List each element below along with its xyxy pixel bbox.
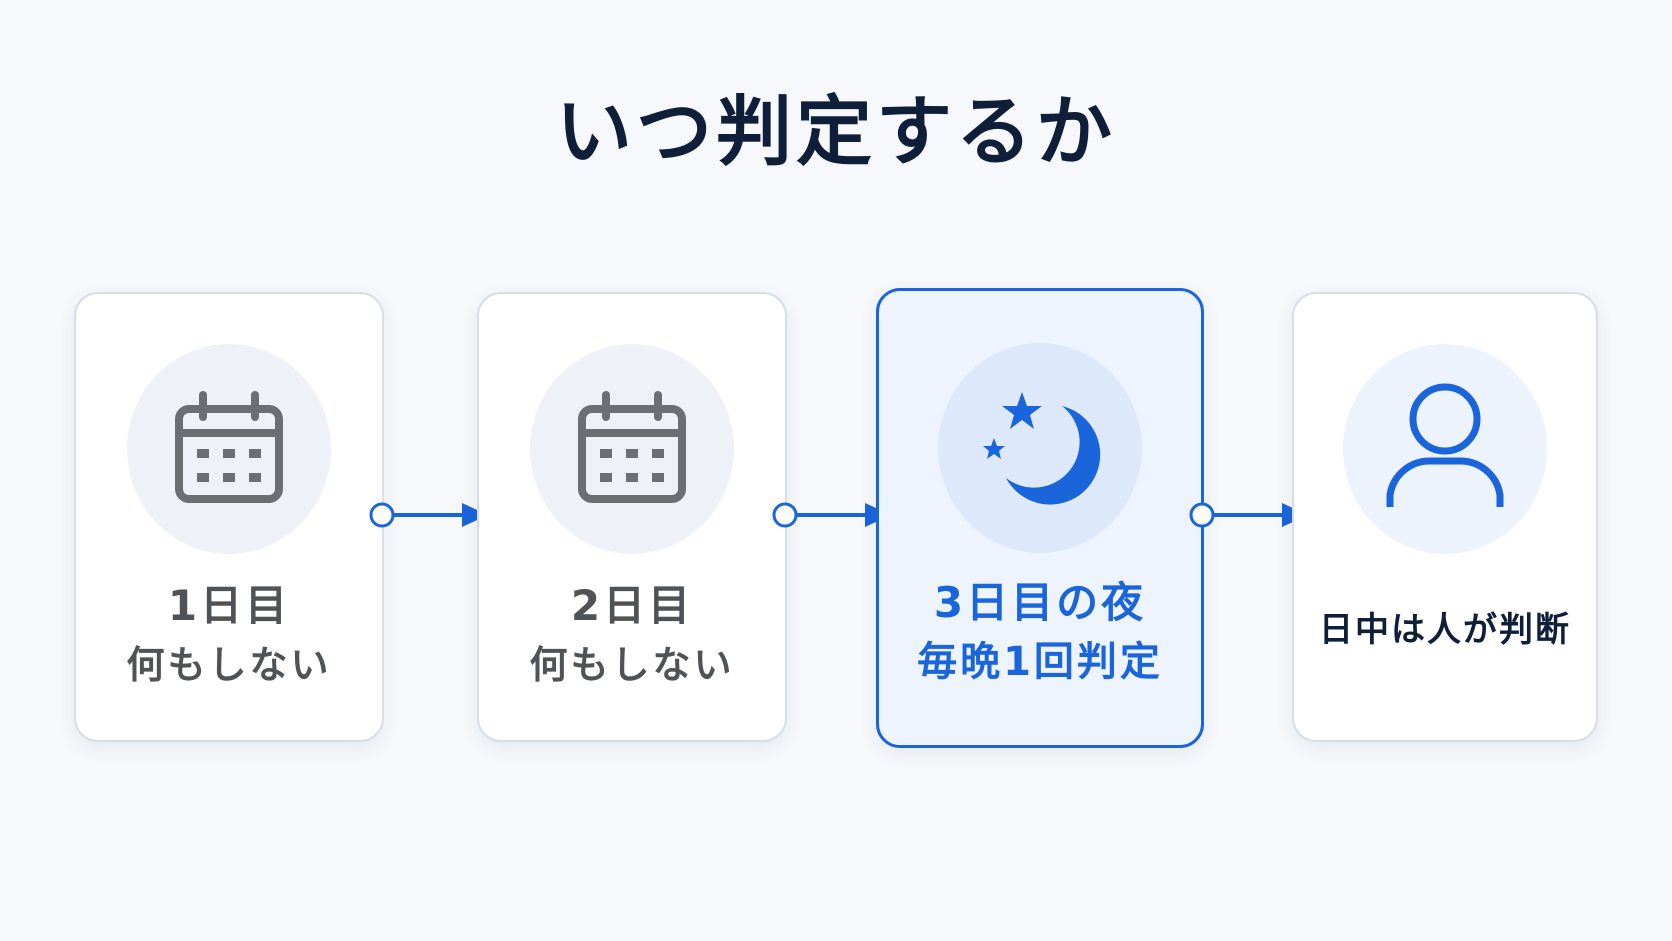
step-action-label: 毎晩1回判定 [917, 639, 1163, 685]
step-action-label: 何もしない [126, 643, 332, 687]
icon-badge [530, 344, 734, 554]
calendar-icon [578, 391, 686, 503]
connector-node-icon [772, 502, 798, 528]
step-card-daytime-human: 日中は人が判断 [1292, 292, 1598, 742]
arrow-connector [369, 502, 488, 528]
step-day-label: 2日目 [570, 581, 694, 630]
step-card-day3-night: 3日目の夜 毎晩1回判定 [876, 288, 1204, 748]
page-title: いつ判定するか [556, 87, 1116, 176]
icon-badge [127, 344, 331, 554]
step-day-label: 1日目 [167, 581, 291, 630]
arrow-head-icon [462, 503, 488, 527]
calendar-icon [175, 391, 283, 503]
icon-badge [1343, 344, 1547, 554]
icon-badge [938, 343, 1142, 553]
arrow-connector [772, 502, 891, 528]
connector-node-icon [1189, 502, 1215, 528]
person-icon [1386, 383, 1504, 507]
step-card-day2: 2日目 何もしない [477, 292, 787, 742]
moon-stars-icon [983, 392, 1101, 505]
step-action-label: 日中は人が判断 [1319, 610, 1571, 650]
step-action-label: 何もしない [529, 643, 735, 687]
step-card-day1: 1日目 何もしない [74, 292, 384, 742]
step-day-label: 3日目の夜 [933, 578, 1147, 627]
connector-node-icon [369, 502, 395, 528]
